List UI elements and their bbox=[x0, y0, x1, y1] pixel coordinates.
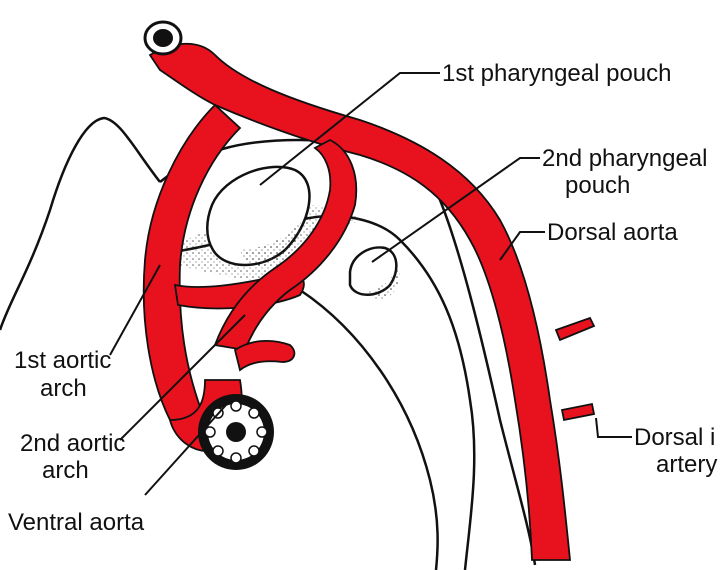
label-2nd-aortic-line1: 2nd aortic bbox=[20, 430, 125, 457]
label-dorsal-artery-line2: artery bbox=[656, 451, 717, 478]
pharyngeal-outline bbox=[0, 118, 160, 330]
label-2nd-pharyngeal-line2: pouch bbox=[565, 172, 630, 199]
aortic-vessels bbox=[144, 44, 594, 560]
label-2nd-aortic-line2: arch bbox=[42, 457, 89, 484]
leader-dorsal-artery bbox=[596, 418, 632, 437]
ventral-aorta-cross-section bbox=[198, 394, 274, 470]
label-1st-pharyngeal-pouch: 1st pharyngeal pouch bbox=[442, 60, 672, 87]
label-ventral-aorta: Ventral aorta bbox=[8, 509, 145, 536]
label-2nd-pharyngeal-line1: 2nd pharyngeal bbox=[542, 145, 707, 172]
label-1st-aortic-line2: arch bbox=[40, 375, 87, 402]
label-dorsal-aorta: Dorsal aorta bbox=[547, 219, 678, 246]
vessel-lumen bbox=[153, 29, 173, 47]
segmental-artery-2 bbox=[562, 404, 594, 420]
small-branch-vessel bbox=[235, 341, 294, 370]
ventral-curve bbox=[300, 290, 438, 570]
segmental-artery-1 bbox=[556, 318, 594, 340]
label-1st-aortic-line1: 1st aortic bbox=[14, 347, 111, 374]
label-dorsal-artery-line1: Dorsal i bbox=[634, 424, 715, 451]
